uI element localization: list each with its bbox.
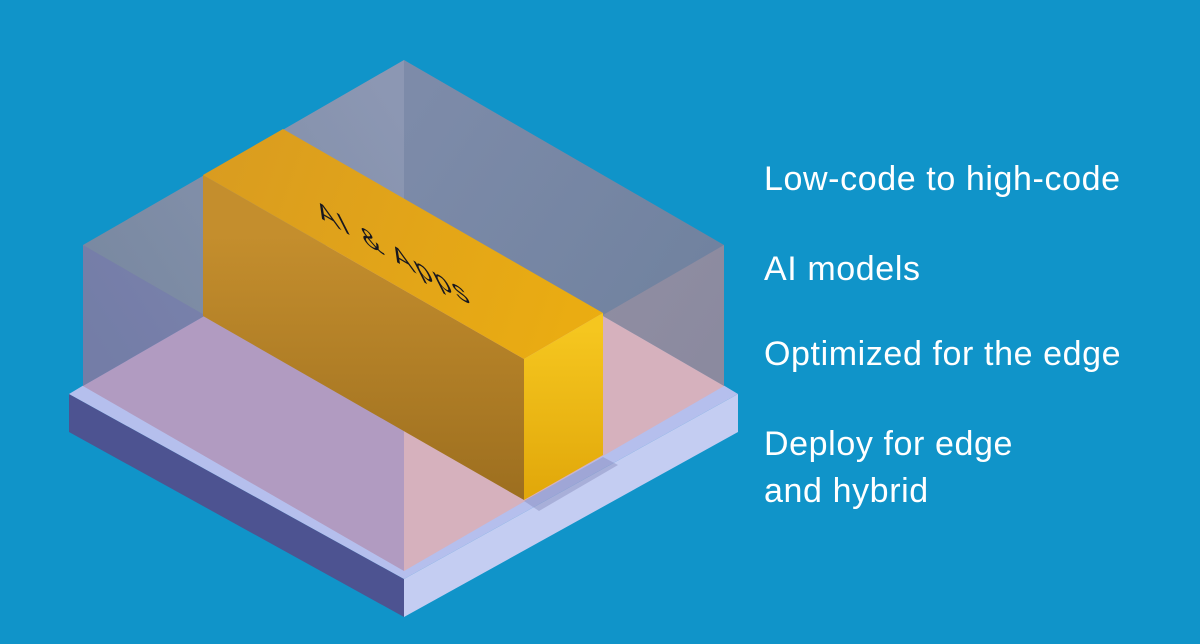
- glass-cube-front-left-wall: [83, 245, 404, 571]
- bullet-deploy-line1: Deploy for edge: [764, 425, 1014, 463]
- platform-right-face: [404, 394, 738, 617]
- glass-cube-back-right-wall: [404, 60, 724, 386]
- bullet-low-code-to-high-code: Low-code to high-code: [764, 160, 1121, 198]
- gold-beam-shadow: [524, 457, 618, 511]
- bullet-deploy-for-edge-and-hybrid: Deploy for edge and hybrid: [764, 421, 1013, 515]
- bullet-deploy-line2: and hybrid: [764, 472, 929, 510]
- platform-left-face: [69, 394, 404, 617]
- bullet-optimized-for-the-edge: Optimized for the edge: [764, 335, 1122, 373]
- gold-beam-top-face: [203, 129, 603, 359]
- gold-beam-end-face: [524, 313, 603, 500]
- gold-beam-front-face: [203, 175, 524, 500]
- bullet-ai-models: AI models: [764, 250, 921, 288]
